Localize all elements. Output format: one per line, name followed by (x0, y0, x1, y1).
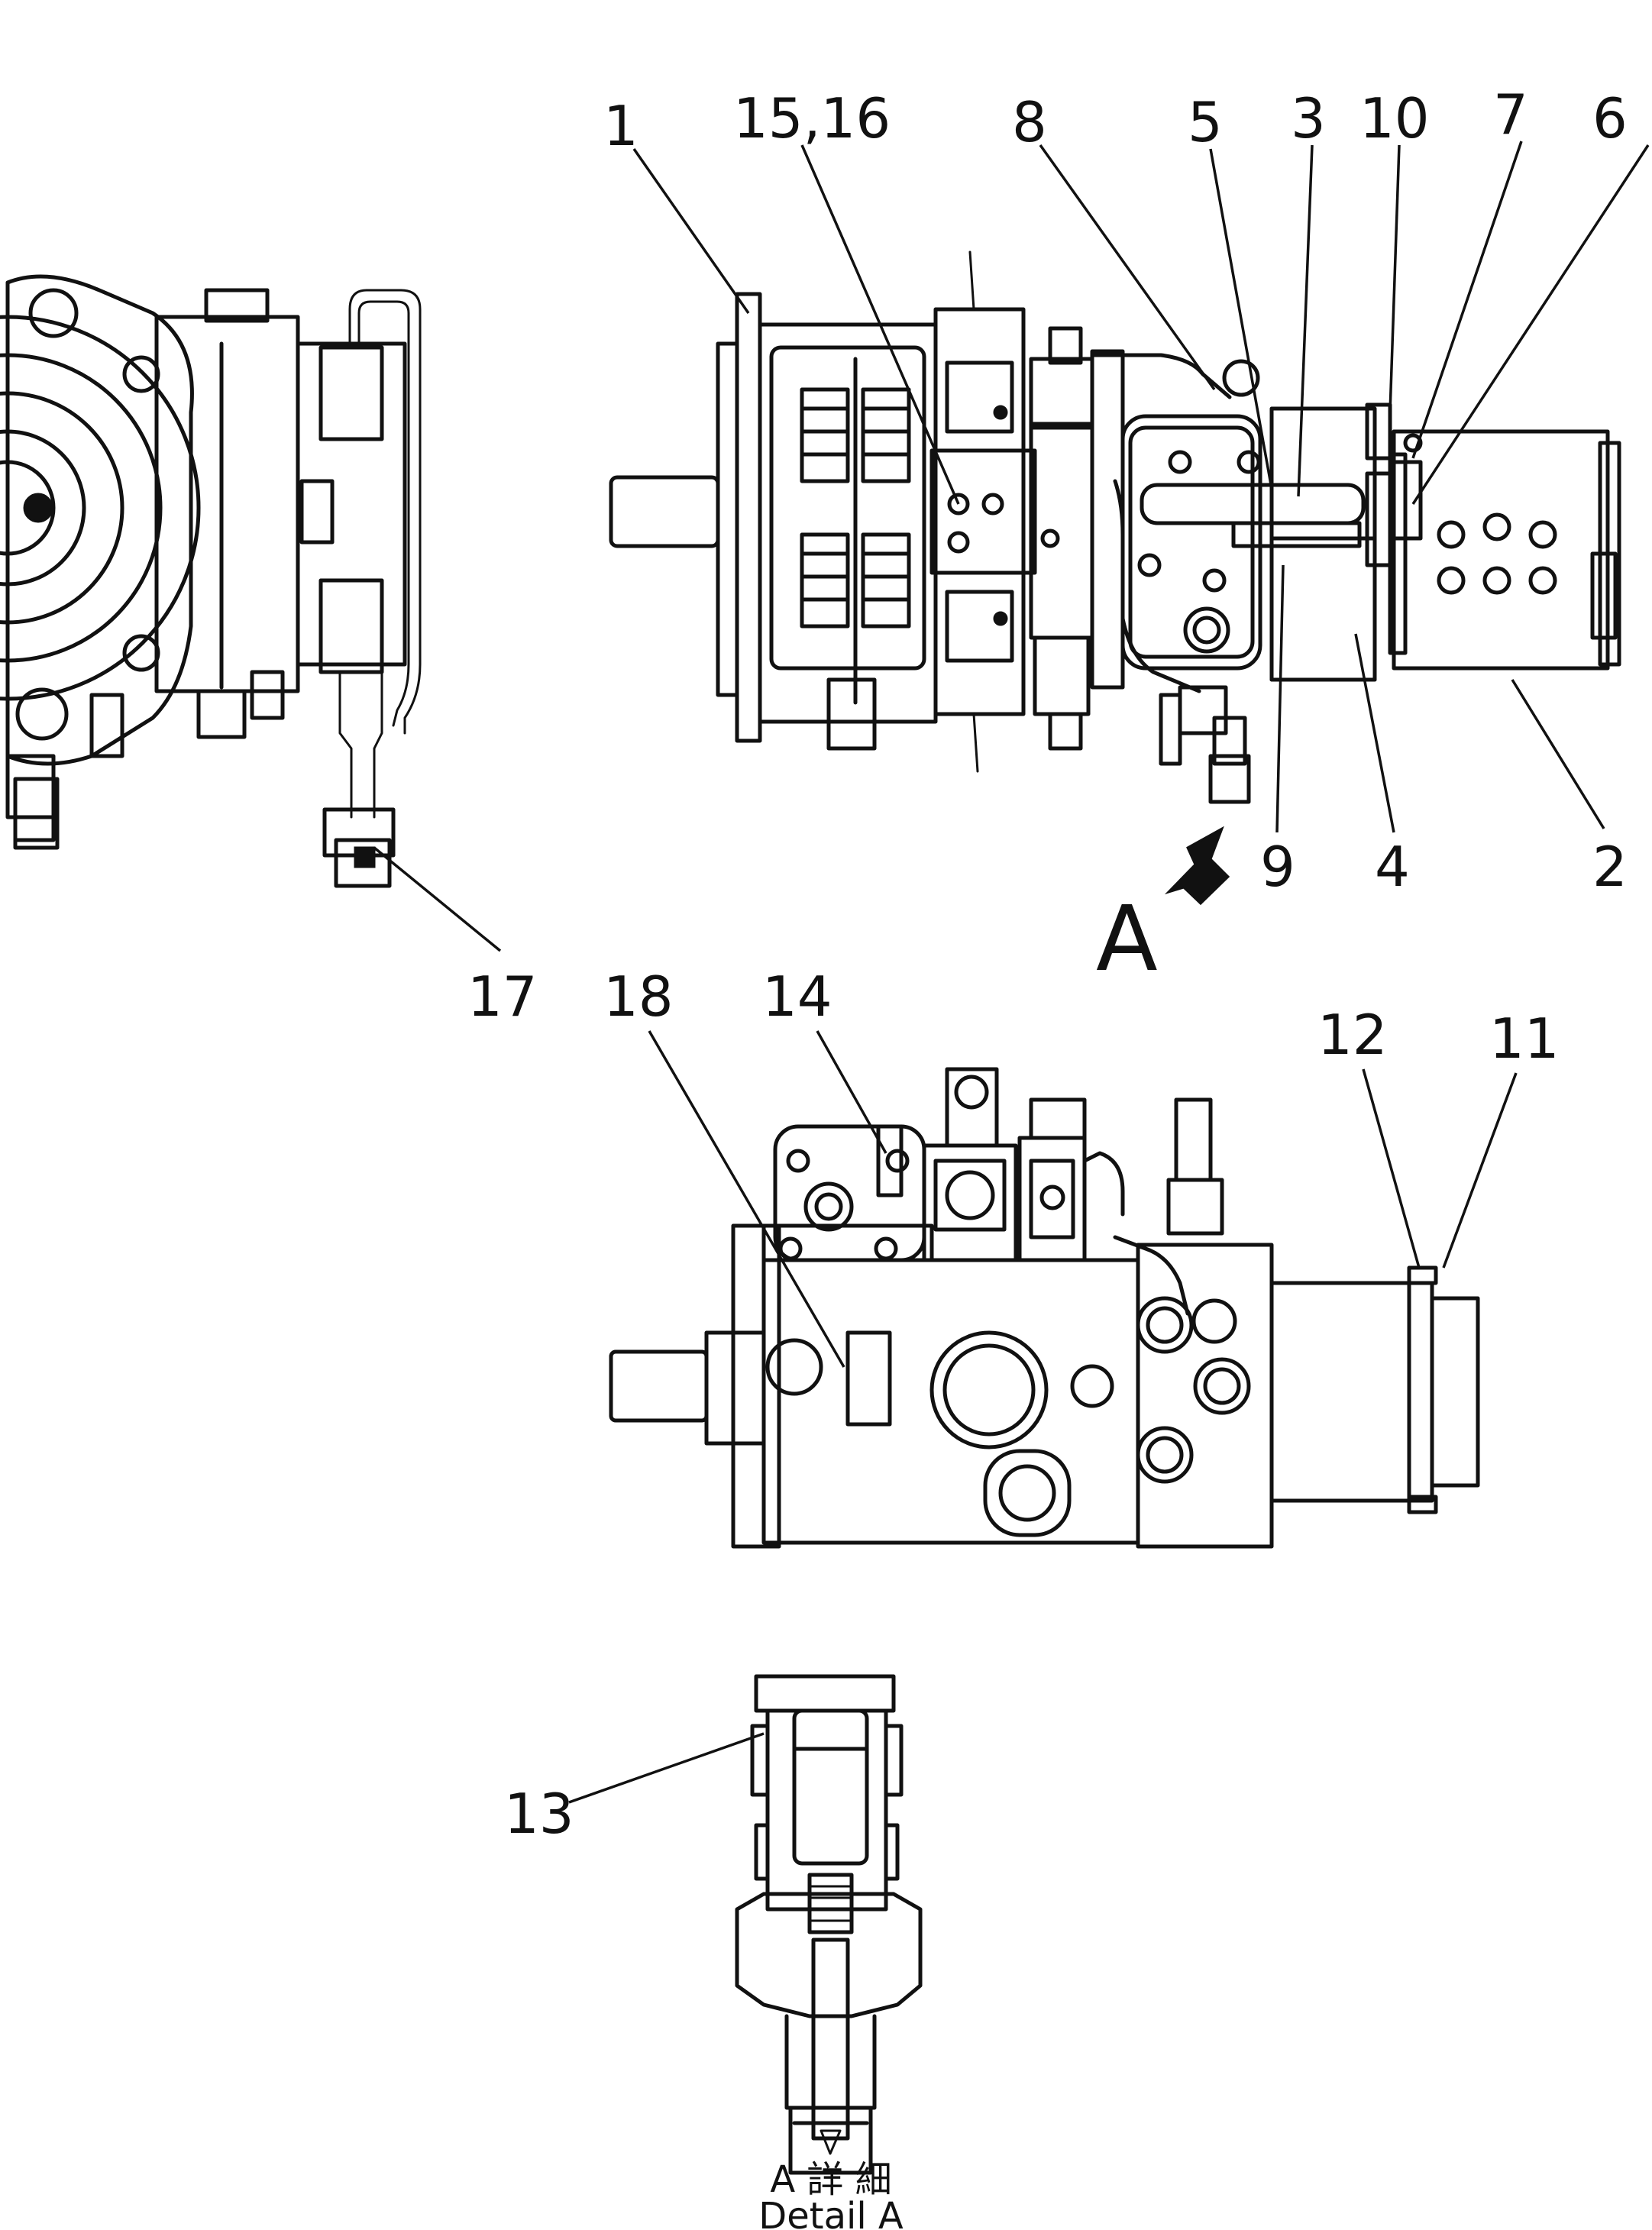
top-view (609, 250, 1621, 804)
leader-lines (373, 141, 1650, 1804)
callout-7: 7 (1493, 82, 1528, 147)
callout-14: 14 (762, 965, 832, 1029)
callout-13: 13 (504, 1782, 574, 1846)
detail-caption-jp: A 詳 細 (770, 2158, 891, 2201)
view-a-arrow (1164, 826, 1230, 906)
callout-1: 1 (603, 94, 638, 158)
callout-3: 3 (1291, 86, 1326, 150)
callout-11: 11 (1489, 1007, 1560, 1071)
callout-15-16: 15,16 (733, 86, 891, 150)
callout-9: 9 (1260, 835, 1295, 899)
detail-caption-en: Detail A (758, 2195, 904, 2230)
callout-8: 8 (1012, 90, 1047, 154)
view-a (609, 1067, 1480, 1549)
callout-18: 18 (603, 965, 674, 1029)
callout-5: 5 (1188, 90, 1223, 154)
callout-6: 6 (1592, 86, 1628, 150)
callout-10: 10 (1359, 86, 1430, 150)
detail-a-drawing (735, 1674, 923, 2175)
callout-2: 2 (1592, 835, 1628, 899)
callout-4: 4 (1375, 835, 1410, 899)
view-marker-a: A (1096, 886, 1158, 991)
callout-labels: 1 15,16 8 5 3 10 7 6 9 4 2 17 18 14 12 1… (467, 82, 1628, 2230)
callout-17: 17 (467, 965, 538, 1029)
side-view (0, 274, 422, 888)
callout-12: 12 (1317, 1003, 1388, 1067)
